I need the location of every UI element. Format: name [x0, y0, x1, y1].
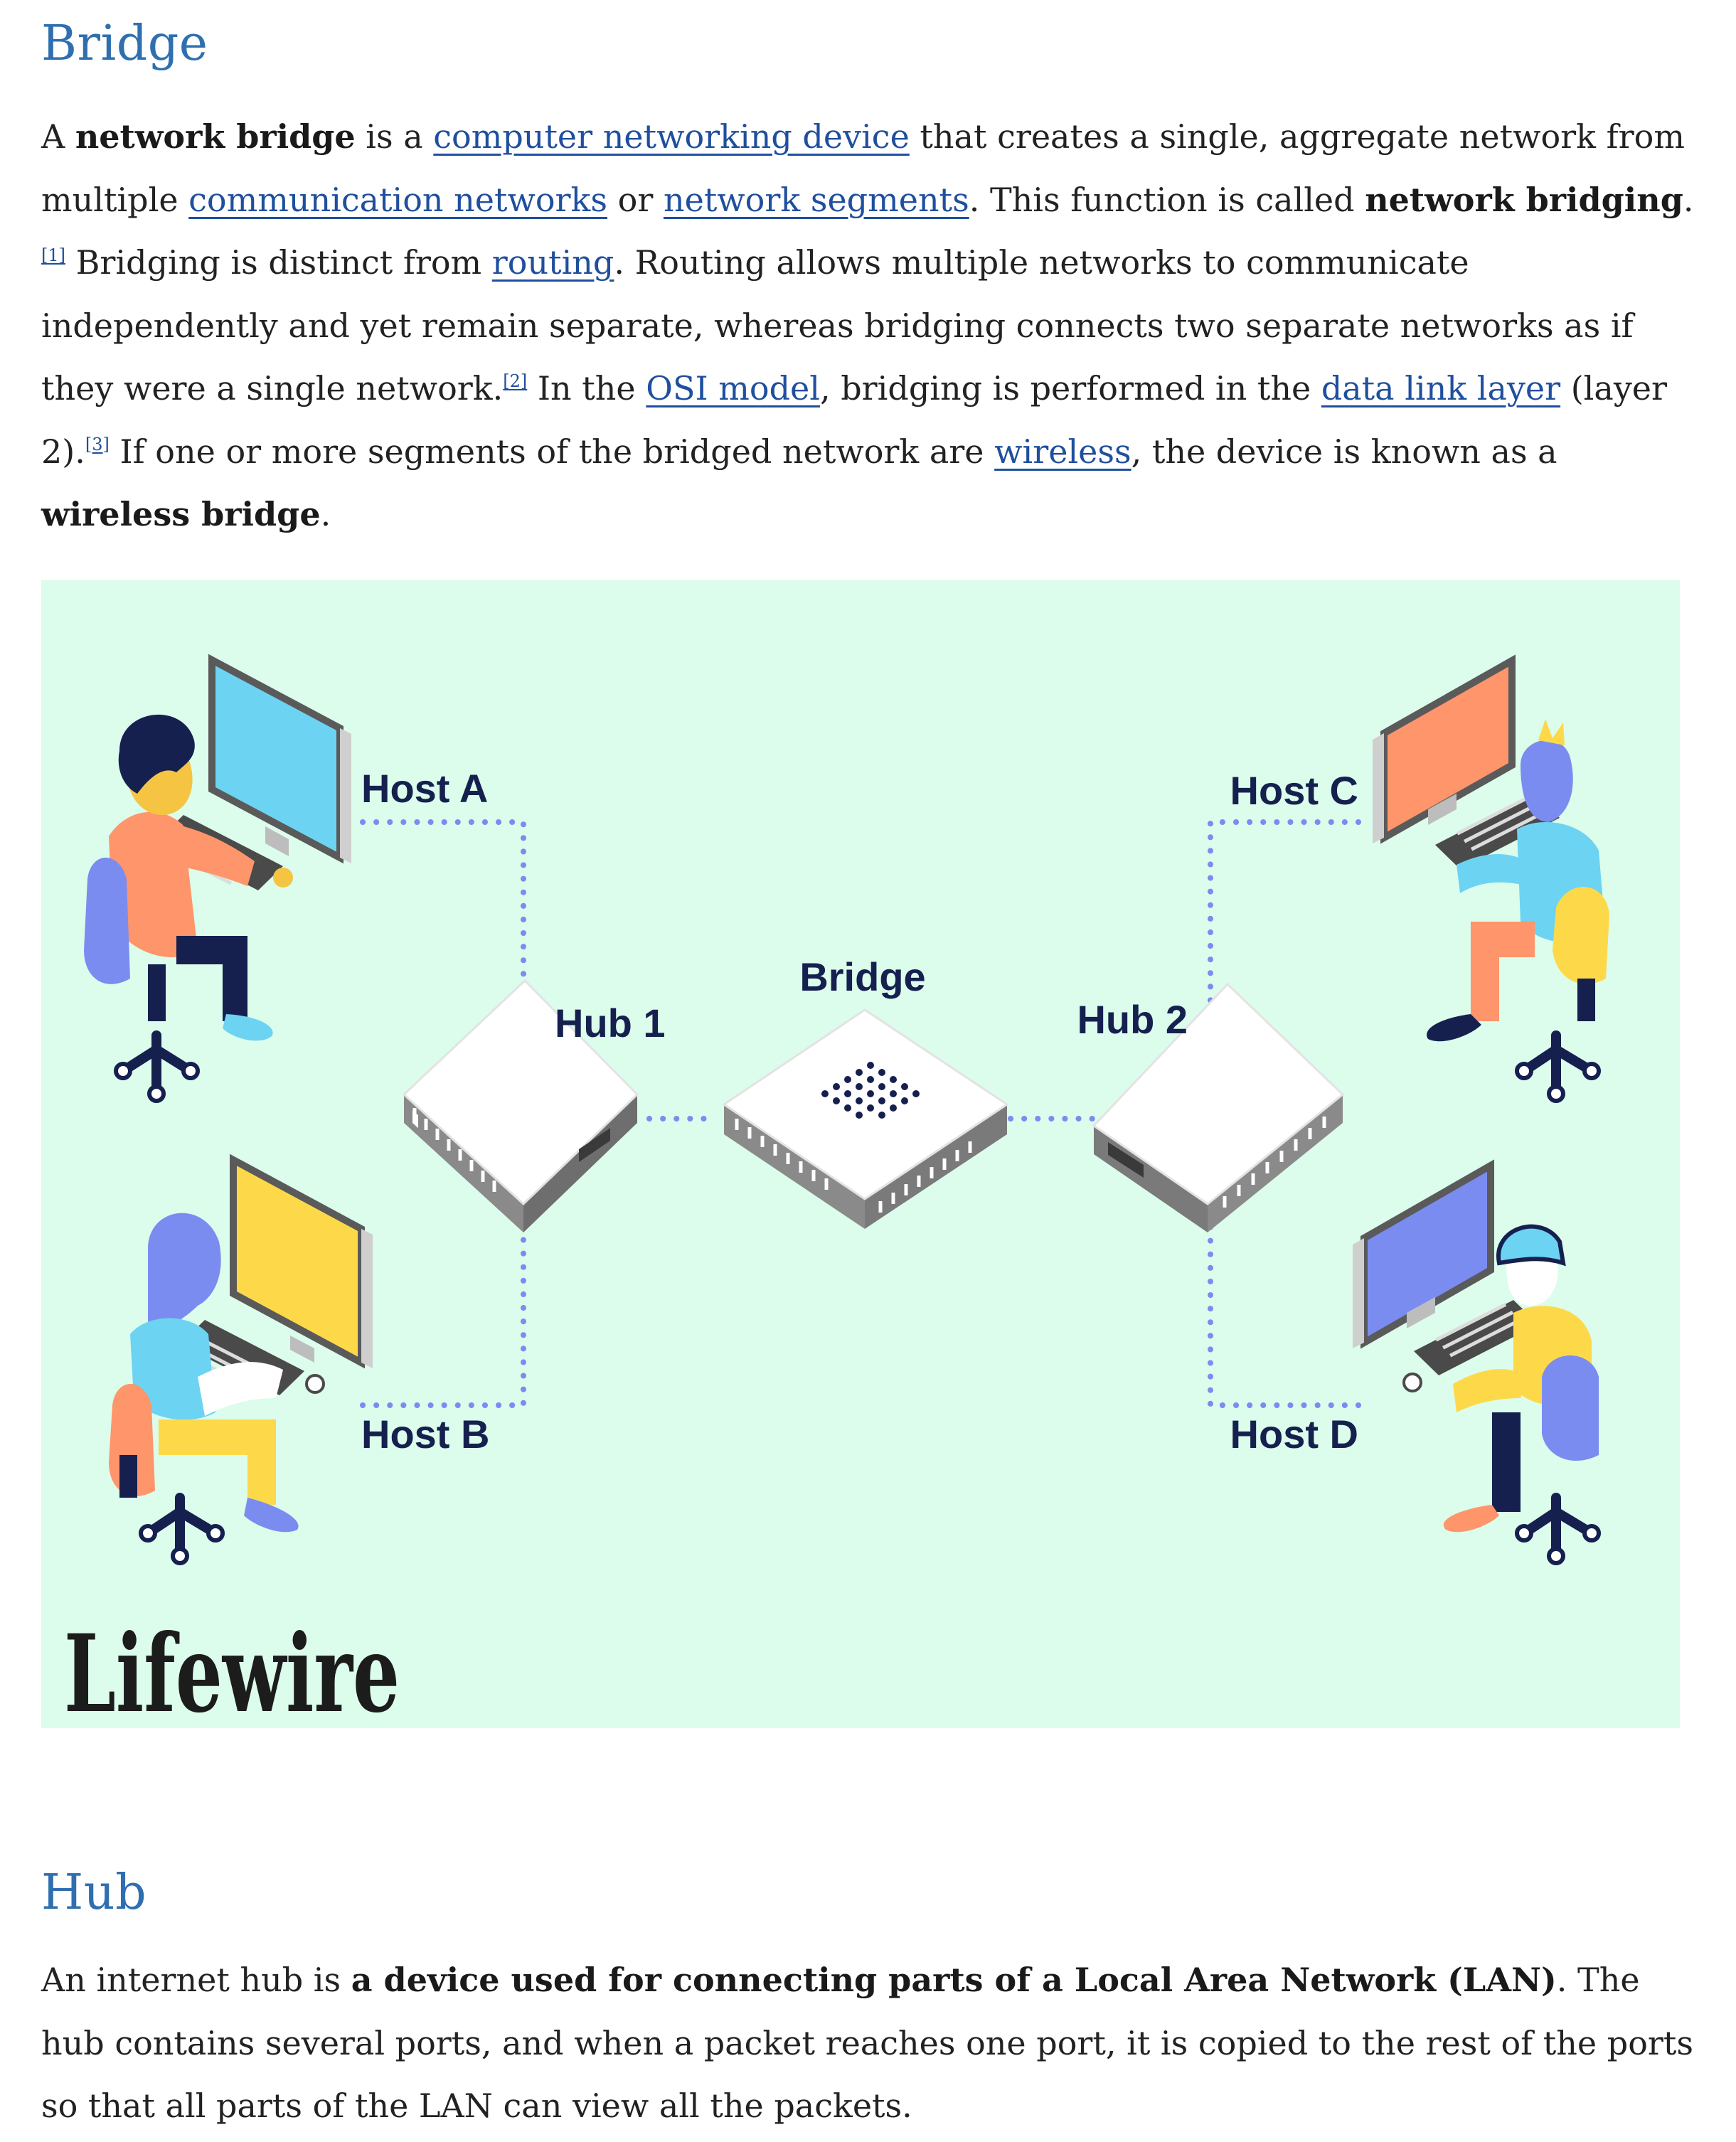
- text-run: A: [41, 117, 75, 156]
- connector-host-a-hub-1: [360, 819, 526, 1010]
- citation-2: [2]: [503, 371, 527, 391]
- link-computer-networking-device[interactable]: computer networking device: [433, 117, 910, 156]
- label-bridge: Bridge: [799, 954, 925, 999]
- link-communication-networks[interactable]: communication networks: [188, 180, 608, 219]
- text-run: . The hub contains several ports, and wh…: [41, 1961, 1693, 2125]
- connector-host-c-hub-2: [1208, 819, 1361, 1010]
- host-a-person: [84, 654, 351, 1103]
- link-wireless[interactable]: wireless: [994, 432, 1131, 471]
- lifewire-logo: Lifewire: [64, 1611, 400, 1728]
- bridge-network-diagram: Host A Host B Host C Host D Hub 1 Hub 2 …: [41, 580, 1680, 1728]
- connector-host-b-hub-1: [360, 1210, 526, 1408]
- label-host-d: Host D: [1230, 1412, 1358, 1456]
- text-run: .: [320, 495, 331, 533]
- host-c-person: [1373, 654, 1609, 1103]
- text-run: , bridging is performed in the: [819, 369, 1321, 407]
- hub-paragraph: An internet hub is a device used for con…: [41, 1949, 1698, 2138]
- label-host-a: Host A: [361, 766, 488, 811]
- bridge-device: [722, 1008, 1009, 1229]
- text-run: .: [1683, 180, 1694, 219]
- hub-2-device: [1092, 982, 1345, 1232]
- citation-link-2[interactable]: [2]: [503, 371, 528, 391]
- host-d-person: [1353, 1159, 1601, 1565]
- text-run: . This function is called: [969, 180, 1365, 219]
- citation-1: [1]: [41, 245, 65, 265]
- bridge-dot-grid: [821, 1062, 920, 1119]
- section-heading-bridge: Bridge: [41, 16, 208, 72]
- host-b-person: [109, 1153, 373, 1565]
- link-data-link-layer[interactable]: data link layer: [1321, 369, 1561, 407]
- text-run: If one or more segments of the bridged n…: [109, 432, 995, 471]
- text-run: is a: [355, 117, 434, 156]
- bold-term-wireless-bridge: wireless bridge: [41, 495, 321, 533]
- hub-1-device: [402, 979, 639, 1232]
- text-run: An internet hub is: [41, 1961, 351, 1999]
- diagram-canvas: Host A Host B Host C Host D Hub 1 Hub 2 …: [64, 654, 1609, 1728]
- connector-host-d-hub-2: [1208, 1210, 1361, 1408]
- citation-3: [3]: [85, 435, 110, 454]
- text-run: (layer 2).: [41, 369, 1668, 471]
- bold-term-lan-device: a device used for connecting parts of a …: [351, 1961, 1557, 1999]
- label-hub-2: Hub 2: [1077, 997, 1188, 1042]
- text-run: or: [607, 180, 664, 219]
- label-host-b: Host B: [361, 1412, 489, 1456]
- text-run: . Routing allows multiple networks to co…: [41, 243, 1634, 407]
- citation-link-3[interactable]: [3]: [85, 434, 110, 454]
- label-hub-1: Hub 1: [555, 1001, 666, 1045]
- link-osi-model[interactable]: OSI model: [646, 369, 820, 407]
- citation-link-1[interactable]: [1]: [41, 245, 65, 265]
- bold-term-network-bridge: network bridge: [75, 117, 356, 156]
- text-run: that creates a single, aggregate network…: [41, 117, 1685, 219]
- text-run: In the: [527, 369, 646, 407]
- link-network-segments[interactable]: network segments: [663, 180, 969, 219]
- text-run: , the device is known as a: [1131, 432, 1557, 471]
- section-heading-hub: Hub: [41, 1865, 147, 1921]
- bridge-paragraph: A network bridge is a computer networkin…: [41, 105, 1698, 546]
- bold-term-network-bridging: network bridging: [1365, 180, 1683, 219]
- connector-lines: [360, 819, 1361, 1408]
- link-routing[interactable]: routing: [491, 243, 614, 282]
- label-host-c: Host C: [1230, 768, 1358, 813]
- text-run: Bridging is distinct from: [65, 243, 492, 282]
